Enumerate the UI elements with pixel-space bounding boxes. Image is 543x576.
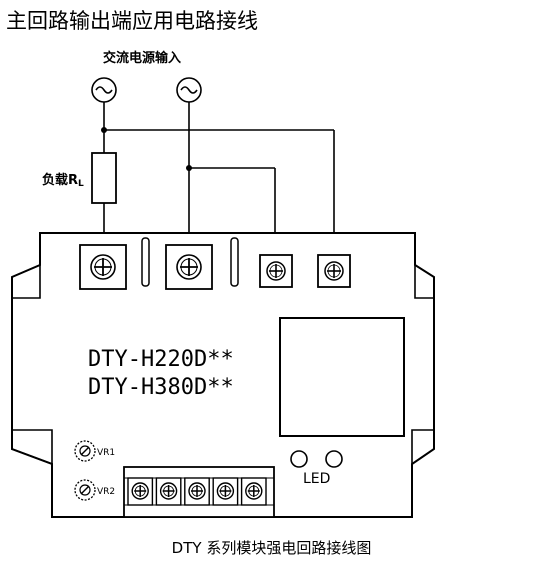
main-terminal-2 (165, 244, 213, 290)
insulator-slot-2 (230, 237, 239, 287)
mount-ear-bottom-right (411, 429, 435, 466)
ac-source-1 (91, 77, 117, 103)
control-terminal-2 (317, 254, 351, 288)
model-line-1: DTY-H220D** (88, 347, 234, 372)
load-resistor (91, 152, 117, 204)
strip-terminal-1 (127, 477, 154, 506)
component-block (279, 317, 405, 437)
led-label: LED (303, 471, 330, 487)
insulator-slot-1 (141, 237, 150, 287)
led-indicator-1 (290, 450, 308, 468)
strip-terminal-4 (212, 477, 239, 506)
vr1-label: VR1 (97, 448, 115, 458)
potentiometer-vr2 (74, 479, 96, 501)
vr2-label: VR2 (97, 487, 115, 497)
main-terminal-1 (79, 244, 127, 290)
ac-input-label: 交流电源输入 (103, 50, 181, 66)
figure-caption: DTY 系列模块强电回路接线图 (171, 539, 372, 557)
mount-ear-bottom-left (11, 429, 53, 466)
ac-source-2 (176, 77, 202, 103)
model-line-2: DTY-H380D** (88, 375, 234, 400)
strip-terminal-3 (184, 477, 210, 506)
led-indicator-2 (325, 450, 343, 468)
strip-terminal-2 (155, 477, 182, 506)
mount-ear-top-left (11, 263, 41, 299)
junction-dot-2 (186, 165, 192, 171)
load-label: 负载RL (42, 172, 84, 189)
junction-dot-1 (101, 127, 107, 133)
page-title: 主回路输出端应用电路接线 (6, 9, 258, 33)
mount-ear-top-right (414, 263, 435, 299)
control-terminal-1 (259, 254, 293, 288)
strip-terminal-5 (240, 477, 267, 506)
potentiometer-vr1 (74, 440, 96, 462)
